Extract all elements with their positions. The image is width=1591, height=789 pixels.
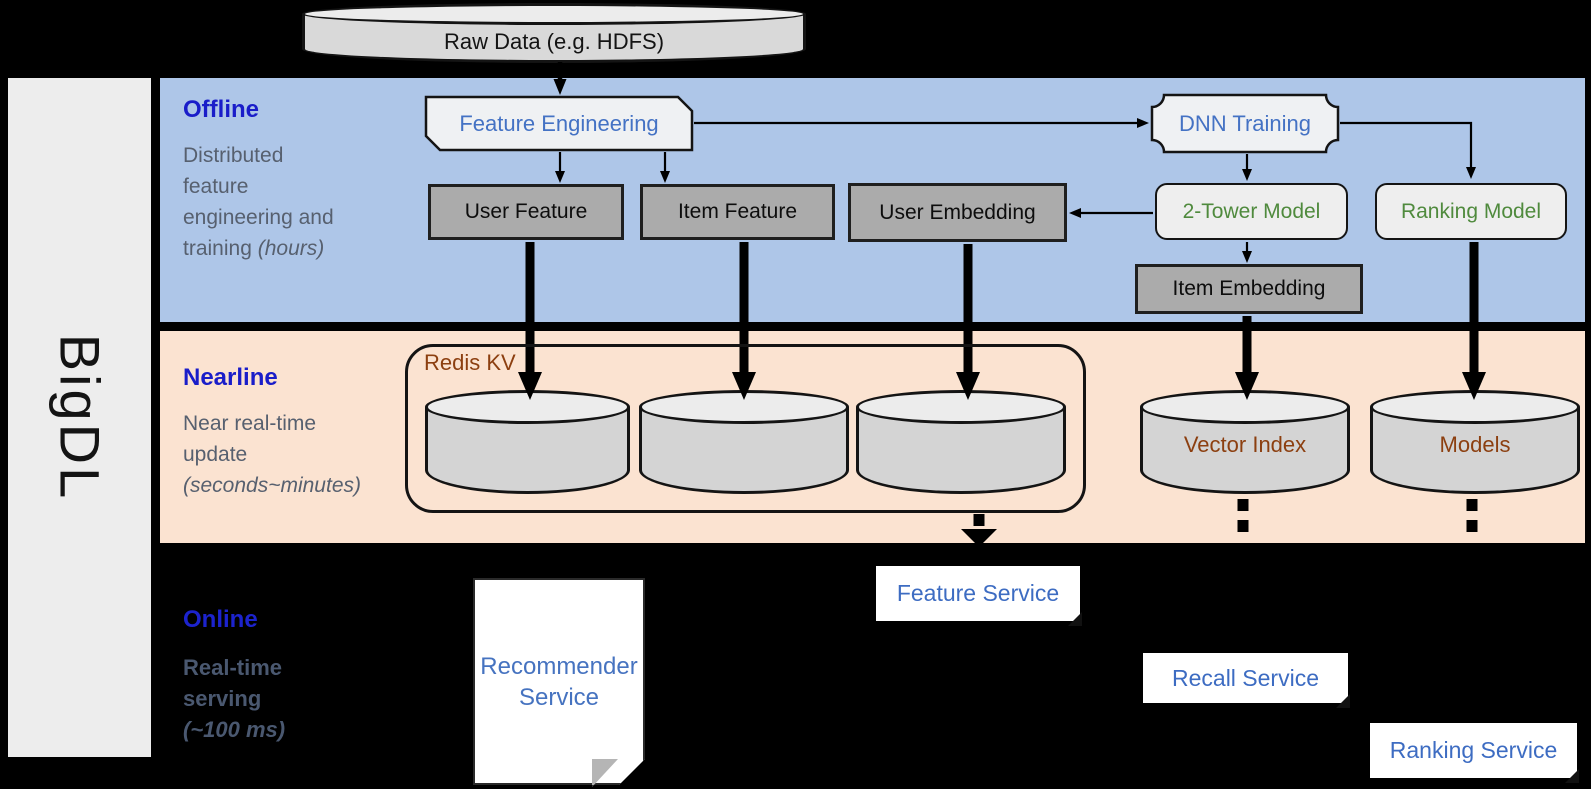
nearline-sub-line3-italic: (seconds~minutes): [183, 474, 361, 497]
bigdl-brand-label: BigDL: [48, 333, 111, 502]
recommender-service-doc: Recommender Service: [473, 578, 645, 785]
dnn-training-node: DNN Training: [1178, 110, 1312, 136]
feature-service-node: Feature Service: [876, 566, 1080, 621]
nearline-sub-line1: Near real-time: [183, 412, 317, 435]
models-cylinder-top: [1370, 390, 1580, 424]
kv-cylinder-1: [425, 390, 630, 494]
online-section-title: Online: [183, 606, 258, 633]
online-sub-line2: serving: [183, 686, 262, 711]
two-tower-model-node: 2-Tower Model: [1155, 183, 1348, 240]
offline-section-subtitle: Distributed feature engineering and trai…: [183, 140, 334, 264]
kv-cylinder-2: [639, 390, 849, 494]
online-sub-line3-italic: (~100 ms): [183, 717, 286, 742]
feature-engineering-node: Feature Engineering: [459, 110, 659, 136]
kv-cylinder-1-body: [425, 407, 630, 494]
offline-sub-line4-italic: (hours): [257, 237, 325, 260]
user-feature-node: User Feature: [428, 184, 624, 240]
nearline-section-subtitle: Near real-time update (seconds~minutes): [183, 408, 361, 501]
nearline-section-title: Nearline: [183, 364, 278, 391]
bigdl-sidebar: BigDL: [8, 78, 151, 757]
models-label: Models: [1439, 432, 1511, 457]
offline-sub-line1: Distributed: [183, 144, 284, 167]
kv-cylinder-3: [856, 390, 1066, 494]
recommender-service-line2: Service: [518, 683, 600, 711]
raw-data-cylinder-top: [302, 3, 806, 25]
item-embedding-node: Item Embedding: [1135, 264, 1363, 314]
offline-section-title: Offline: [183, 96, 259, 123]
recommender-service-line1: Recommender: [480, 652, 638, 680]
vector-index-label: Vector Index: [1183, 432, 1307, 457]
recall-service-node: Recall Service: [1143, 653, 1348, 703]
offline-sub-line2: feature: [183, 175, 249, 198]
offline-sub-line4: training: [183, 237, 258, 260]
online-section-subtitle: Real-time serving (~100 ms): [183, 652, 285, 745]
ranking-model-node: Ranking Model: [1375, 183, 1567, 240]
online-sub-line1: Real-time: [183, 655, 283, 680]
user-embedding-node: User Embedding: [848, 183, 1067, 242]
item-feature-node: Item Feature: [640, 184, 835, 240]
models-store: Models: [1370, 390, 1580, 494]
raw-data-store: Raw Data (e.g. HDFS): [302, 3, 806, 63]
offline-sub-line3: engineering and: [183, 206, 334, 229]
kv-cylinder-2-body: [639, 407, 849, 494]
nearline-sub-line2: update: [183, 443, 248, 466]
raw-data-label: Raw Data (e.g. HDFS): [443, 29, 665, 54]
ranking-service-node: Ranking Service: [1370, 723, 1577, 778]
vector-index-store: Vector Index: [1140, 390, 1350, 494]
redis-kv-label: Redis KV: [424, 350, 516, 375]
vector-index-cylinder-top: [1140, 390, 1350, 424]
